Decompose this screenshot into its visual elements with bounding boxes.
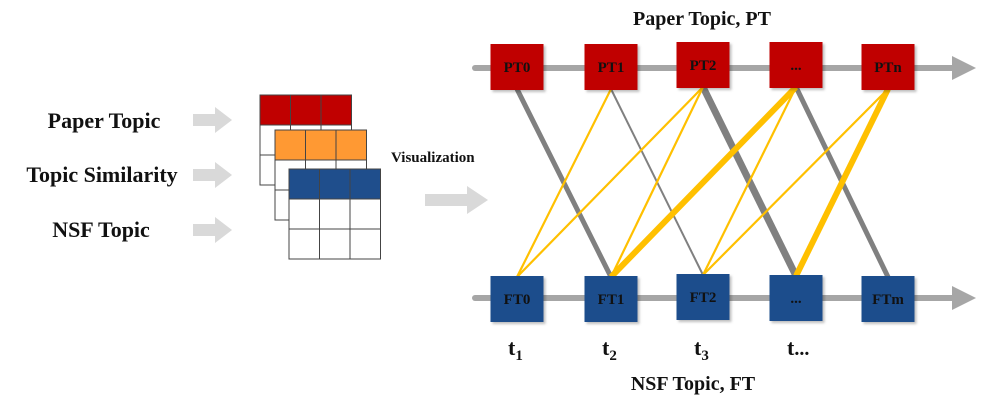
pt-node-label: ...: [790, 58, 802, 74]
label-nsf-topic: NSF Topic: [52, 217, 150, 242]
pt-node-label: PT1: [598, 60, 625, 76]
matrix-cell: [349, 228, 381, 260]
matrix-cell: [288, 228, 320, 260]
link-pt2-ft1: [610, 86, 704, 278]
matrix-cell: [290, 94, 322, 126]
ft-node-label: FT2: [690, 290, 717, 306]
nsf-topic-title: NSF Topic, FT: [631, 373, 756, 395]
ft-node-label: FTm: [872, 292, 904, 308]
paper-topic-title: Paper Topic, PT: [633, 8, 772, 30]
matrix-cell: [319, 198, 351, 230]
nsf-topic-matrix: [288, 168, 381, 260]
link-pt4-ft3: [793, 87, 891, 278]
visualization-arrow-icon: [425, 186, 488, 214]
pt-node-0: PT0: [490, 44, 544, 90]
label-topic-similarity: Topic Similarity: [26, 162, 177, 187]
link-pt4-ft2: [702, 88, 889, 276]
matrix-cell: [288, 168, 320, 200]
link-pt1-ft0: [516, 88, 612, 278]
link-pt3-ft1: [608, 84, 799, 280]
ft-node-label: FT1: [598, 292, 625, 308]
ft-node-label: FT0: [504, 292, 531, 308]
pt-node-2: PT2: [676, 42, 730, 88]
time-label: t3: [694, 335, 709, 364]
link-pt2-ft0: [516, 86, 704, 278]
matrix-cell: [288, 198, 320, 230]
pt-node-label: PTn: [874, 60, 902, 76]
input-arrow-icon: [193, 162, 232, 188]
visualization-label: Visualization: [391, 150, 475, 166]
matrix-cell: [259, 94, 291, 126]
pt-node-3: ...: [769, 42, 823, 88]
paper-timeline-arrowhead-icon: [952, 56, 976, 80]
time-label: t...: [787, 335, 809, 360]
input-arrow-icon: [193, 107, 232, 133]
matrix-cell: [349, 168, 381, 200]
input-arrow-icon: [193, 217, 232, 243]
nsf-topic-nodes: FT0 FT1 FT2... FTm: [490, 274, 915, 322]
matrix-cell: [305, 129, 337, 161]
ft-node-1: FT1: [584, 276, 638, 322]
ft-node-3: ...: [769, 275, 823, 321]
time-label: t1: [508, 335, 523, 364]
pt-node-label: PT0: [504, 60, 531, 76]
matrix-cell: [335, 129, 367, 161]
ft-node-label: ...: [790, 291, 802, 307]
label-paper-topic: Paper Topic: [48, 108, 161, 133]
ft-node-2: FT2: [676, 274, 730, 320]
matrix-cell: [320, 94, 352, 126]
ft-node-0: FT0: [490, 276, 544, 322]
link-pt3-ft2: [702, 86, 797, 276]
time-label: t2: [602, 335, 617, 364]
matrix-cell: [349, 198, 381, 230]
matrix-cell: [319, 228, 351, 260]
pt-node-4: PTn: [861, 44, 915, 90]
nsf-timeline-arrowhead-icon: [952, 286, 976, 310]
ft-node-4: FTm: [861, 276, 915, 322]
time-labels: t1 t2 t3 t...: [508, 335, 809, 364]
pt-node-label: PT2: [690, 58, 717, 74]
paper-topic-nodes: PT0 PT1 PT2... PTn: [490, 42, 915, 90]
topic-links: [514, 84, 891, 280]
matrix-cell: [319, 168, 351, 200]
matrix-cell: [274, 129, 306, 161]
pt-node-1: PT1: [584, 44, 638, 90]
